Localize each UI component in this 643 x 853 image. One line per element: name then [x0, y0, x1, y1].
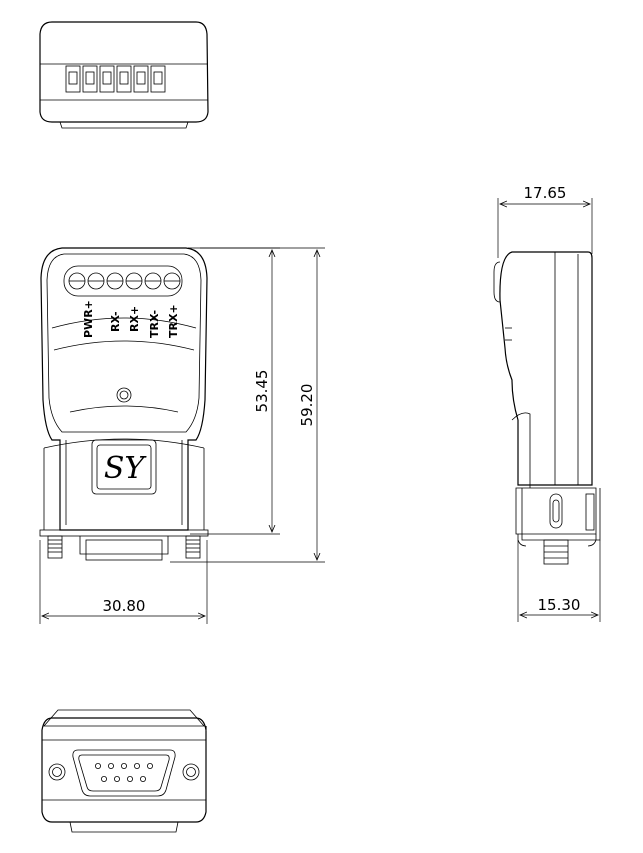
terminal-label: RX+ — [128, 306, 141, 332]
dimension-label: 53.45 — [253, 370, 271, 413]
dimension-label: 59.20 — [298, 384, 316, 427]
side-view: 17.65 15.30 — [493, 184, 601, 622]
dimension-total-height: 59.20 — [170, 247, 325, 563]
logo-text: SY — [104, 451, 148, 486]
terminal-label: PWR+ — [82, 300, 95, 338]
terminal-label: RX- — [109, 311, 122, 332]
bottom-view — [41, 709, 207, 833]
dimension-label: 15.30 — [538, 596, 581, 614]
dimension-side-depth: 17.65 — [497, 184, 593, 258]
top-terminal-block — [65, 65, 166, 93]
terminal-label: TRX- — [148, 310, 161, 338]
dimension-side-base-depth: 15.30 — [517, 540, 601, 622]
terminal-label: TRX+ — [167, 304, 180, 338]
front-terminal-screws — [63, 265, 183, 297]
dimension-body-height: 53.45 — [188, 247, 280, 535]
top-view — [39, 21, 209, 129]
dimension-width: 30.80 — [39, 540, 208, 624]
led-indicator — [116, 387, 132, 403]
terminal-labels: PWR+ RX- RX+ TRX- TRX+ — [82, 300, 180, 338]
dimension-label: 17.65 — [524, 184, 567, 202]
dimension-label: 30.80 — [103, 597, 146, 615]
logo-box: SY — [91, 439, 157, 495]
front-view: SY PWR+ RX- RX+ TRX- TRX+ 53.45 — [39, 247, 325, 624]
dsub-connector — [72, 749, 176, 797]
front-thumb-screws — [47, 535, 201, 559]
